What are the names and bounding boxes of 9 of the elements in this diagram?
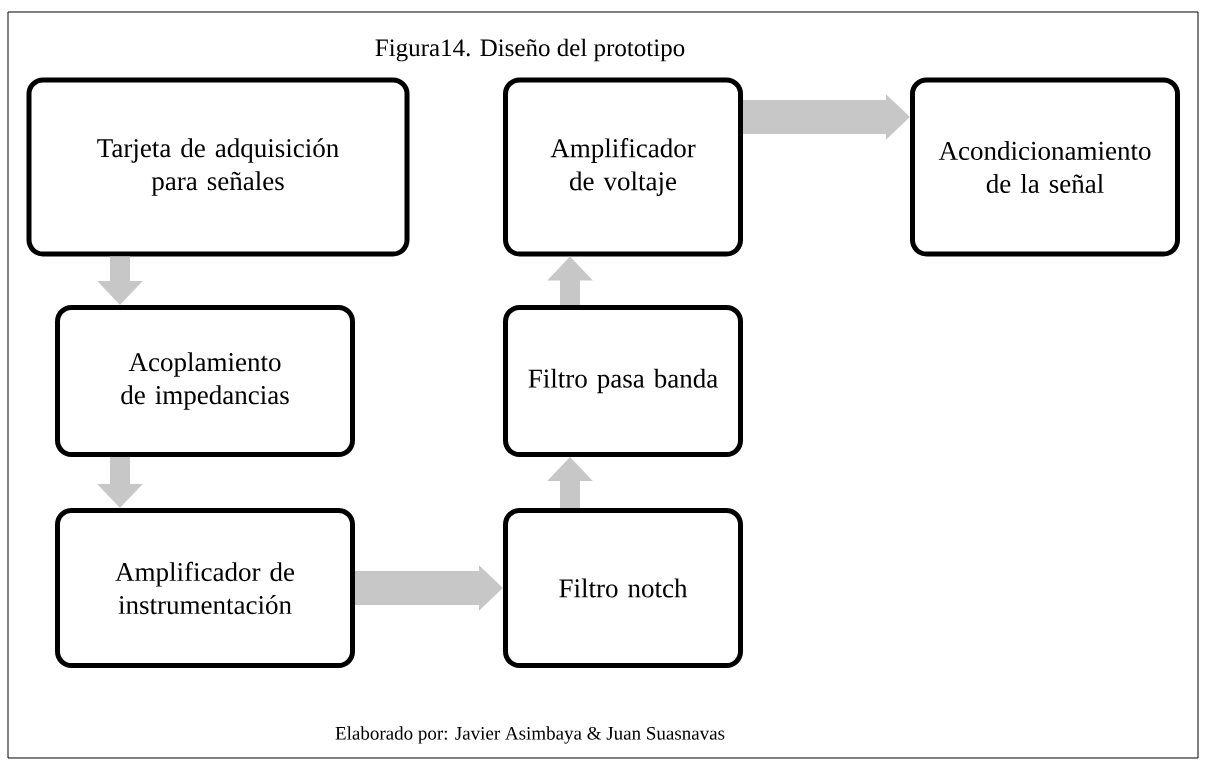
process-box: Filtro pasa banda (503, 305, 743, 457)
process-box: Tarjeta de adquisición para señales (26, 77, 410, 257)
caption: Elaborado por: Javier Asimbaya & Juan Suasnavas (335, 726, 725, 744)
title: Figura14. Diseño del prototipo (375, 38, 685, 62)
process-box: Amplificador de instrumentación (55, 508, 355, 668)
process-box: Amplificador de voltaje (503, 77, 743, 257)
process-box: Filtro notch (503, 508, 743, 668)
process-box: Acondicionamiento de la señal (910, 77, 1180, 257)
process-box: Acoplamiento de impedancias (55, 305, 355, 457)
